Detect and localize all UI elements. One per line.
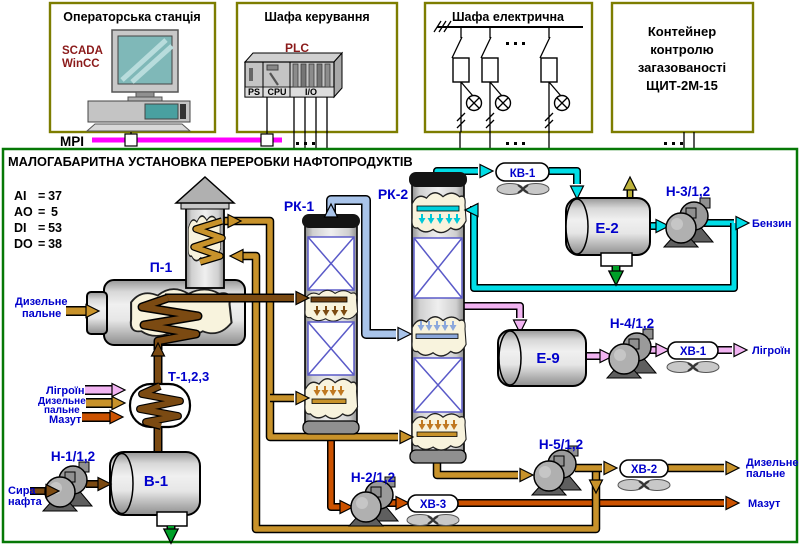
label-n4: Н-4/1,2 bbox=[610, 316, 654, 331]
column-rk2[interactable] bbox=[409, 172, 467, 464]
electrical-cabinet-box: Шафа електрична bbox=[423, 1, 594, 134]
workstation-icon bbox=[85, 29, 192, 132]
stack-coil bbox=[191, 218, 225, 265]
ligroin-to-t123-arrow bbox=[85, 382, 126, 398]
label-rk1: РК-1 bbox=[284, 198, 315, 214]
e2-drain-boot bbox=[600, 252, 633, 267]
heater-coil bbox=[139, 295, 201, 350]
exchanger-coil bbox=[137, 383, 183, 429]
mazut-to-t123-arrow bbox=[82, 409, 124, 425]
label-t123: Т-1,2,3 bbox=[168, 369, 209, 384]
svg-text:AO=5: AO=5 bbox=[14, 205, 58, 219]
container-title-line3: загазованості bbox=[638, 60, 726, 75]
mpi-node-plc bbox=[260, 133, 274, 147]
electrical-schematic-icon bbox=[433, 20, 583, 132]
plc-label: PLC bbox=[285, 41, 309, 55]
wincc-label: WinCC bbox=[62, 58, 100, 70]
heat-exchanger-t123[interactable] bbox=[128, 382, 192, 430]
heater-stack-cap bbox=[174, 175, 236, 204]
io-counters: AI=37 AO=5 DI=53 DO=38 bbox=[14, 189, 62, 251]
svg-text:ХВ-3: ХВ-3 bbox=[420, 499, 446, 511]
pipe-hot-oil-circuit bbox=[224, 216, 740, 534]
container-title-line2: контролю bbox=[650, 42, 713, 57]
electrical-cabinet-title: Шафа електрична bbox=[452, 10, 565, 24]
label-n2: Н-2/1,2 bbox=[351, 470, 395, 485]
pipe-heater-outlet bbox=[137, 293, 294, 357]
column-rk1[interactable] bbox=[302, 214, 360, 435]
svg-text:DI=53: DI=53 bbox=[14, 221, 62, 235]
label-diesel-t-1: Дизельне bbox=[38, 396, 86, 407]
mpi-label: MPI bbox=[60, 134, 84, 149]
vessel-e9[interactable] bbox=[497, 329, 587, 387]
control-cabinet-box: Шафа керування PLC PS CPU I/O bbox=[235, 1, 399, 134]
container-title-line1: Контейнер bbox=[648, 24, 716, 39]
vessel-e2[interactable] bbox=[565, 176, 651, 286]
plc-module-icon: PS CPU I/O bbox=[243, 51, 344, 99]
label-crude-1: Сира bbox=[8, 485, 36, 497]
operator-station-title: Операторська станція bbox=[63, 10, 200, 24]
v1-drain-boot bbox=[156, 511, 188, 527]
plc-io-label: I/O bbox=[305, 87, 317, 97]
tank-v1[interactable] bbox=[109, 451, 201, 544]
svg-text:AI=37: AI=37 bbox=[14, 189, 62, 203]
label-diesel-out-1: Дизельне bbox=[746, 457, 799, 469]
operator-station-box: Операторська станція SCADA WinCC bbox=[48, 1, 217, 134]
diesel-to-heater-arrow bbox=[66, 303, 100, 319]
label-v1: В-1 bbox=[144, 473, 168, 490]
label-diesel-out-2: пальне bbox=[746, 468, 785, 480]
label-n1: Н-1/1,2 bbox=[51, 449, 95, 464]
label-n3: Н-3/1,2 bbox=[666, 184, 710, 199]
label-mazut-out: Мазут bbox=[748, 498, 781, 510]
svg-text:DO=38: DO=38 bbox=[14, 237, 62, 251]
label-diesel-t-2: пальне bbox=[44, 405, 80, 416]
label-diesel-in-1: Дизельне bbox=[15, 296, 68, 308]
label-ligroin-out: Лігроїн bbox=[752, 345, 791, 357]
air-cooler-xv3[interactable]: ХВ-3 bbox=[406, 494, 460, 527]
plant-title: МАЛОГАБАРИТНА УСТАНОВКА ПЕРЕРОБКИ НАФТОП… bbox=[8, 154, 413, 169]
mpi-bus: MPI bbox=[60, 97, 695, 149]
label-e9: Е-9 bbox=[536, 350, 559, 367]
svg-text:ХВ-1: ХВ-1 bbox=[680, 346, 707, 358]
mpi-node-operator bbox=[124, 133, 138, 147]
control-cabinet-title: Шафа керування bbox=[264, 10, 369, 24]
label-crude-2: нафта bbox=[8, 496, 43, 508]
plc-cpu-label: CPU bbox=[267, 87, 286, 97]
scada-label: SCADA bbox=[62, 45, 103, 57]
label-p1: П-1 bbox=[150, 259, 173, 275]
label-e2: Е-2 bbox=[595, 220, 618, 237]
label-rk2: РК-2 bbox=[378, 186, 409, 202]
label-diesel-in-2: пальне bbox=[22, 308, 61, 320]
label-benzin: Бензин bbox=[752, 218, 792, 230]
air-cooler-xv2[interactable]: ХВ-2 bbox=[617, 459, 671, 492]
container-title-line4: ЩИТ-2М-15 bbox=[646, 78, 718, 93]
air-cooler-xv1[interactable]: ХВ-1 bbox=[666, 341, 720, 374]
svg-text:КВ-1: КВ-1 bbox=[510, 168, 536, 180]
pipe-rk1-bottoms-to-n2 bbox=[327, 433, 740, 515]
label-ligroin-in: Лігроїн bbox=[46, 385, 85, 397]
label-n5: Н-5/1,2 bbox=[539, 437, 583, 452]
air-cooler-kv1[interactable]: КВ-1 bbox=[495, 162, 550, 196]
label-mazut-in: Мазут bbox=[49, 414, 82, 426]
plc-ps-label: PS bbox=[248, 87, 260, 97]
svg-text:ХВ-2: ХВ-2 bbox=[631, 464, 657, 476]
gas-control-container-box: Контейнер контролю загазованості ЩИТ-2М-… bbox=[610, 1, 755, 134]
diesel-to-t123-arrow bbox=[86, 395, 126, 411]
